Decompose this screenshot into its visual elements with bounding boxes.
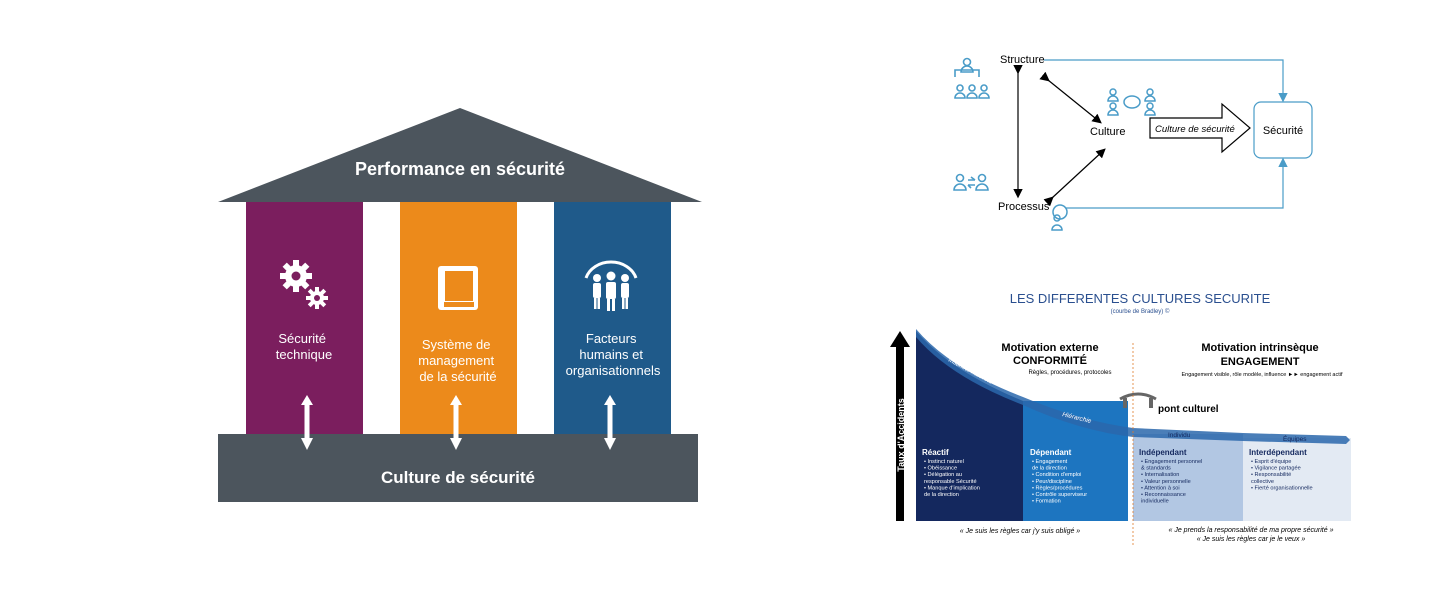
gears-icon	[280, 260, 328, 309]
stage-item: • Responsabilité	[1251, 472, 1291, 478]
stage-item: • Vigilance partagée	[1251, 466, 1301, 472]
bradley-title: LES DIFFERENTES CULTURES SECURITE	[1010, 291, 1271, 306]
regles-label: Règles, procédures, protocoles	[1028, 370, 1111, 376]
pillar-technique	[246, 202, 363, 434]
bradley-diagram: LES DIFFERENTES CULTURES SECURITE (courb…	[880, 285, 1410, 560]
engagement-label: ENGAGEMENT	[1221, 356, 1300, 368]
stage-item: • Attention à soi	[1141, 485, 1180, 491]
bridge-icon	[1119, 392, 1157, 408]
flow-diagram: Structure Processus Culture Culture de s…	[940, 40, 1320, 240]
pillar-label-technique: Sécurité technique	[276, 331, 332, 362]
conformite-label: CONFORMITÉ	[1013, 354, 1087, 367]
stage-item: • Manque d'implication	[924, 485, 980, 491]
stage-item: • Engagement personnel	[1141, 459, 1202, 465]
pont-culturel-label: pont culturel	[1158, 404, 1219, 415]
culture-network-icon	[1107, 88, 1156, 116]
label-securite: Sécurité	[1263, 125, 1303, 137]
quote-right-1: « Je prends la responsabilité de ma prop…	[1169, 527, 1334, 534]
stage-item: • Fierté organisationnelle	[1251, 485, 1313, 491]
temple-svg: Performance en sécurité	[218, 108, 702, 502]
stage-item: de la direction	[924, 492, 959, 498]
flow-svg: Structure Processus Culture Culture de s…	[953, 54, 1313, 231]
stage-item: • Obéissance	[924, 466, 957, 472]
y-axis-bar	[896, 345, 904, 521]
roof-title: Performance en sécurité	[355, 159, 565, 179]
culture-securite-arrow	[1149, 102, 1251, 154]
stage-item: • Contrôle superviseur	[1032, 492, 1087, 498]
stage-item: individuelle	[1141, 499, 1169, 505]
stage-item: • Formation	[1032, 499, 1061, 505]
quote-left: « Je suis les règles car j'y suis obligé…	[960, 528, 1080, 535]
bradley-svg: LES DIFFERENTES CULTURES SECURITE (courb…	[890, 291, 1351, 547]
stage-block-independant	[1133, 434, 1243, 521]
label-structure: Structure	[1000, 54, 1045, 66]
label-processus: Processus	[998, 201, 1050, 213]
pillar-humains	[554, 202, 671, 434]
y-axis-label: Taux d'Accidents	[896, 398, 906, 472]
stage-texts: Réactif • Instinct naturel• Obéissance• D…	[922, 448, 1313, 505]
stage-item: collective	[1251, 479, 1274, 485]
band-equipes: Équipes	[1283, 434, 1307, 443]
label-culture-securite: Culture de sécurité	[1155, 124, 1235, 135]
stage-item: • Peur/discipline	[1032, 479, 1072, 485]
stage-item: • Instinct naturel	[924, 459, 964, 465]
structure-icon	[954, 57, 990, 99]
pillar-management	[400, 202, 517, 434]
stage-item: • Engagement	[1032, 459, 1068, 465]
label-culture: Culture	[1090, 126, 1125, 138]
double-arrow-icon	[301, 395, 616, 450]
quote-right-2: « Je suis les règles car je le veux »	[1197, 536, 1306, 543]
stage-title: Réactif	[922, 448, 949, 457]
stage-item: • Règles/procédures	[1032, 485, 1083, 491]
bradley-subtitle: (courbe de Bradley) ©	[1111, 308, 1170, 315]
processus-swap-icon	[953, 173, 989, 191]
pillar-label-management: Système de management de la sécurité	[418, 337, 498, 384]
stage-item: de la direction	[1032, 466, 1067, 472]
band-individu: Individu	[1168, 432, 1191, 439]
book-icon	[438, 266, 478, 310]
structure-securite-line	[1044, 59, 1288, 103]
base-title: Culture de sécurité	[381, 468, 535, 487]
y-axis-arrow	[890, 331, 910, 347]
pillar-label-humains: Facteurs humains et organisationnels	[566, 331, 661, 378]
gear-person-icon	[1051, 204, 1068, 231]
motivation-externe: Motivation externe	[1001, 342, 1098, 354]
stage-item: • Internalisation	[1141, 472, 1179, 478]
stage-item: • Condition d'emploi	[1032, 472, 1081, 478]
stage-item: & standards	[1141, 466, 1171, 472]
processus-culture-arrow	[1043, 148, 1106, 207]
stage-block-interdependant	[1243, 438, 1351, 521]
stage-title: Dépendant	[1030, 448, 1072, 457]
people-icon	[584, 260, 638, 311]
stage-item: • Valeur personnelle	[1141, 479, 1191, 485]
motivation-intrinseque: Motivation intrinsèque	[1201, 342, 1318, 354]
structure-culture-arrow	[1039, 71, 1102, 124]
stage-block-reactif	[916, 331, 1023, 521]
temple-diagram: Performance en sécurité	[210, 100, 710, 510]
stage-title: Indépendant	[1139, 448, 1187, 457]
stage-item: • Reconnaissance	[1141, 492, 1186, 498]
stage-title: Interdépendant	[1249, 448, 1307, 457]
stage-item: responsable Sécurité	[924, 479, 977, 485]
temple-roof	[218, 108, 702, 202]
stage-item: • Délégation au	[924, 472, 962, 478]
processus-securite-line	[1066, 157, 1288, 209]
engagement-line: Engagement visible, rôle modèle, influen…	[1181, 372, 1342, 378]
stage-item: • Esprit d'équipe	[1251, 459, 1291, 465]
